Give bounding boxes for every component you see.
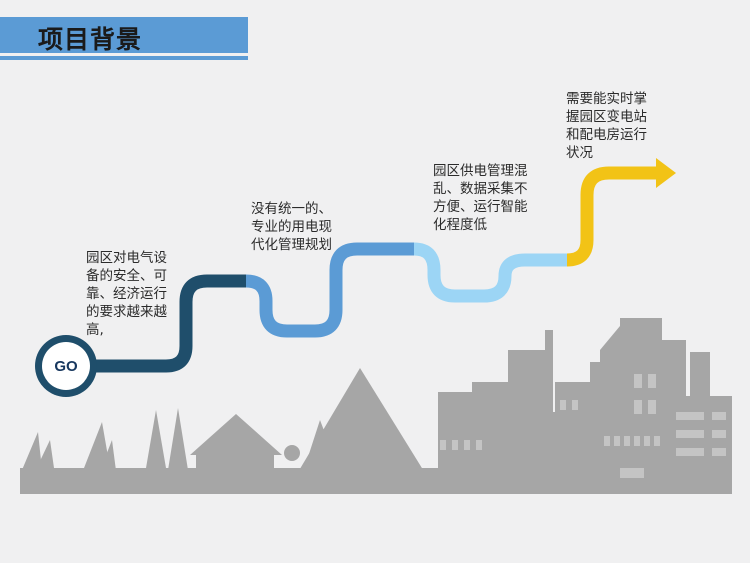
path-segment-4 (566, 166, 660, 267)
city-skyline (20, 318, 732, 494)
step-3-text: 园区供电管理混乱、数据采集不方便、运行智能化程度低 (433, 163, 528, 233)
building-windows (440, 374, 726, 478)
page-title: 项目背景 (38, 25, 143, 54)
title-bar (0, 17, 248, 53)
step-1-text: 园区对电气设备的安全、可靠、经济运行的要求越来越高, (86, 250, 167, 338)
title-underline (0, 56, 248, 60)
step-4-text: 需要能实时掌握园区变电站和配电房运行状况 (566, 91, 647, 161)
go-circle-inner (42, 342, 90, 390)
step-2-text: 没有统一的、专业的用电现代化管理规划 (251, 201, 332, 253)
path-segment-1 (92, 274, 246, 373)
arrow-head-icon (656, 158, 676, 188)
go-label: GO (54, 358, 78, 375)
path-segment-2 (245, 242, 414, 338)
path-segment-3 (413, 242, 567, 303)
